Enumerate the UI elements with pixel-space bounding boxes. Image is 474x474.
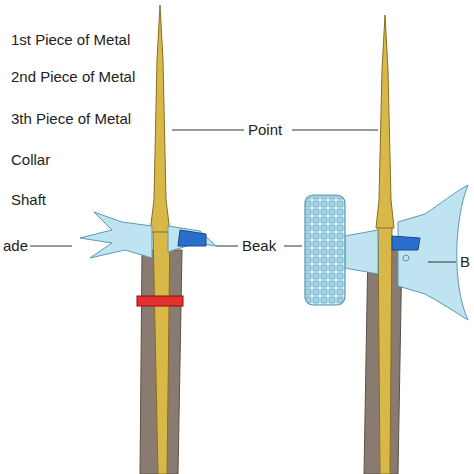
beak [168,226,216,252]
part-label: B [459,253,471,271]
part-label: 1st Piece of Metal [10,31,131,49]
hammer-neck [345,230,378,274]
ring [403,255,409,261]
langet [378,226,392,474]
hammer-head [305,195,345,305]
part-label: Point [247,121,283,139]
point-spike [150,5,170,232]
collar [137,296,183,306]
beak-insert [178,230,206,246]
langet [153,228,170,474]
point-spike [376,15,394,228]
blade [80,212,152,258]
part-label: ade [2,237,29,255]
axe-blade [398,185,468,320]
leader-lines [30,130,456,262]
beak-insert [392,236,420,250]
part-label: 2nd Piece of Metal [10,68,136,86]
part-label: Beak [241,237,277,255]
part-label: Collar [10,151,51,169]
part-label: 3th Piece of Metal [10,110,132,128]
part-label: Shaft [10,191,47,209]
